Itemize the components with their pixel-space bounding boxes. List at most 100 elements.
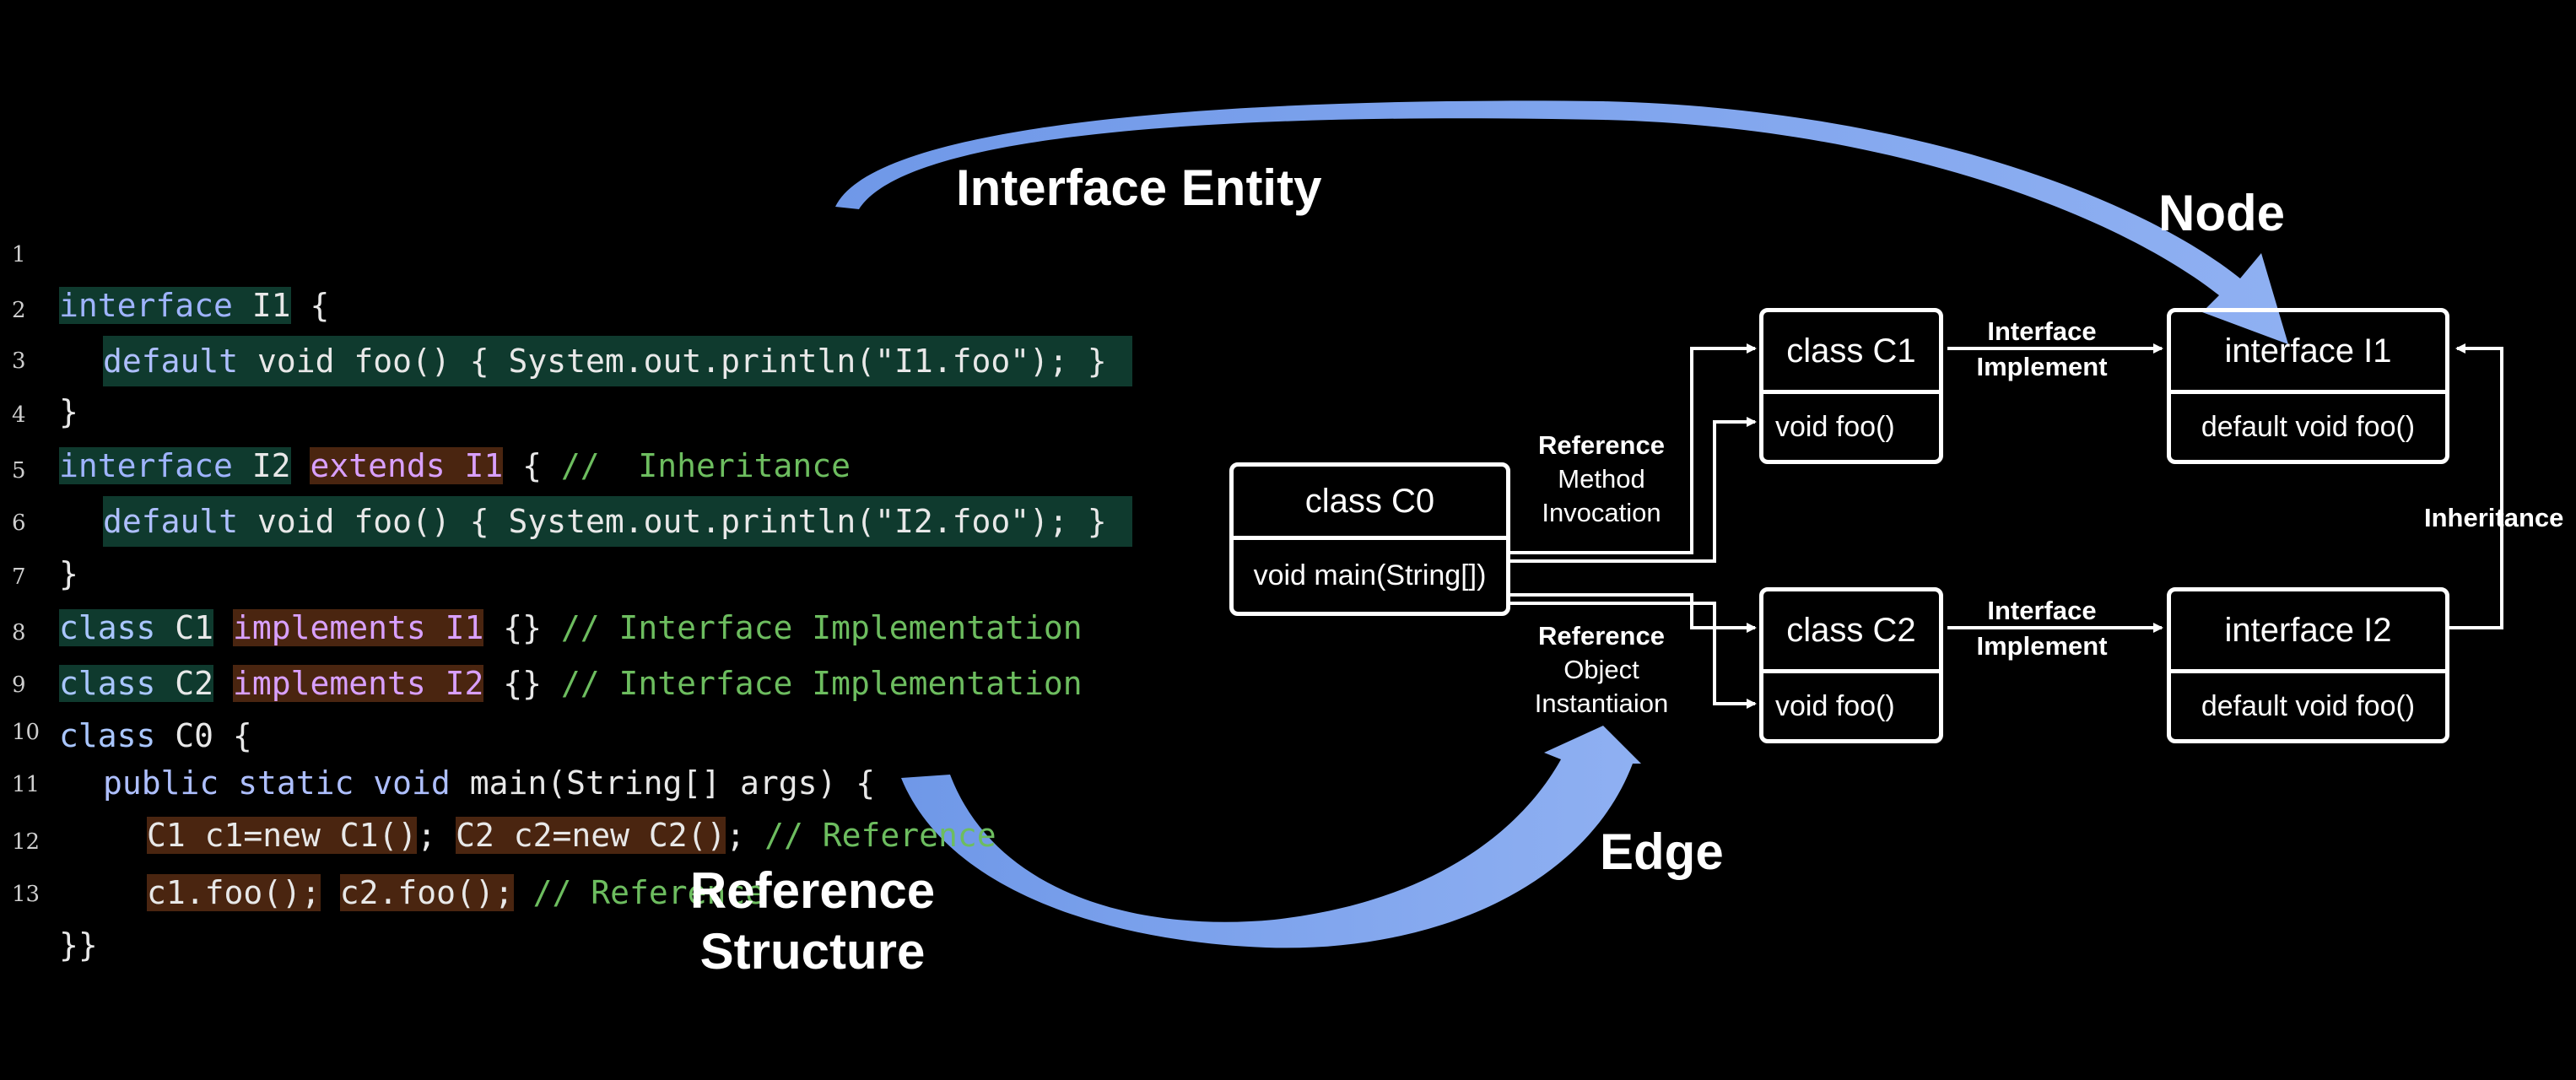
node-member: default void foo()	[2201, 411, 2416, 443]
keyword-class: class	[59, 665, 156, 702]
code-text: {	[290, 287, 330, 324]
edge-label-bold: Reference	[1538, 621, 1665, 651]
reference-structure-arrow	[901, 726, 1641, 948]
edge-c0-new-1	[1510, 593, 1757, 633]
code-text: }	[59, 393, 78, 430]
code-line-4: 4 interface I2 extends I1 { // Inheritan…	[0, 339, 851, 484]
line-number: 5	[12, 458, 26, 483]
code-text: {}	[483, 665, 561, 702]
code-line-2: 2 default void foo() { System.out.printl…	[0, 235, 1132, 386]
interface-entity-arrow	[835, 100, 2288, 345]
code-text: {	[503, 447, 561, 484]
edge-label-line: Interface	[1987, 596, 2097, 625]
code-text: {}	[483, 609, 561, 646]
code-text: ;	[417, 817, 456, 854]
edge-label-line: Instantiaion	[1534, 688, 1669, 718]
node-title: class C0	[1304, 483, 1435, 520]
extends-clause: extends I1	[310, 447, 504, 484]
keyword-default: default	[103, 343, 239, 380]
interface-name: I1	[251, 287, 291, 324]
code-line-1: 1 interface I1 {	[0, 179, 329, 324]
node-label: Node	[2158, 185, 2285, 241]
line-number: 3	[12, 348, 26, 374]
edge-label-bold: Reference	[1538, 430, 1665, 460]
node-class-c0: class C0 void main(String[])	[1229, 462, 1510, 616]
reference-c2-call: c2.foo();	[339, 874, 514, 911]
node-divider	[1763, 669, 1939, 673]
implements-clause: implements I1	[232, 609, 484, 646]
edge-i2-i1	[2449, 343, 2503, 629]
edge-label-object-instantiation: Reference Object Instantiaion	[1519, 619, 1684, 721]
node-divider	[2171, 390, 2445, 394]
code-text: main(String[] args) {	[450, 764, 876, 802]
line-number: 11	[12, 772, 41, 797]
keyword-default: default	[103, 503, 239, 540]
line-number: 8	[12, 620, 26, 645]
node-title: interface I2	[2224, 612, 2392, 649]
code-comment: // Interface Implementation	[560, 665, 1083, 702]
node-member: void main(String[])	[1253, 559, 1487, 591]
edge-c0-method-1	[1510, 343, 1757, 554]
code-text: ;	[726, 817, 765, 854]
keyword-class: class	[59, 609, 156, 646]
code-comment: // Interface Implementation	[560, 609, 1083, 646]
implements-clause: implements I2	[232, 665, 484, 702]
node-title: class C1	[1786, 332, 1916, 370]
node-class-c2: class C2 void foo()	[1759, 587, 1943, 743]
reference-c1-instantiation: C1 c1=new C1()	[147, 817, 418, 854]
interface-entity-label: Interface Entity	[956, 159, 1322, 216]
edge-c0-method-2	[1510, 417, 1757, 563]
code-line-9: 9 class C0 {	[0, 609, 252, 754]
edge-label-implement-bottom: Interface Implement	[1966, 593, 2118, 664]
code-line-6: 6 }	[0, 447, 78, 592]
node-divider	[1763, 390, 1939, 394]
reference-c1-call: c1.foo();	[147, 874, 321, 911]
line-number: 10	[12, 720, 41, 745]
node-title: class C2	[1786, 612, 1916, 649]
node-divider	[2171, 669, 2445, 673]
edge-label-line: Invocation	[1542, 498, 1661, 527]
line-number: 6	[12, 510, 26, 536]
line-number: 12	[12, 829, 41, 855]
reference-c2-instantiation: C2 c2=new C2()	[456, 817, 726, 854]
interface-name: I2	[251, 447, 291, 484]
edge-label-line: Interface	[1987, 316, 2097, 346]
code-line-10: 10 public static void main(String[] args…	[0, 656, 875, 802]
keyword-interface: interface	[59, 447, 233, 484]
reference-structure-label: Reference Structure	[685, 861, 940, 982]
edge-label-method-invocation: Reference Method Invocation	[1519, 429, 1684, 530]
code-text: C0 {	[155, 717, 252, 754]
code-line-5: 5 default void foo() { System.out.printl…	[0, 395, 1132, 547]
edge-label-line: Method	[1558, 464, 1645, 494]
node-member: void foo()	[1775, 690, 1895, 722]
edge-c0-new-2	[1510, 602, 1757, 709]
edge-label-implement-top: Interface Implement	[1966, 314, 2118, 385]
line-number: 7	[12, 564, 26, 590]
code-line-11: 11 C1 c1=new C1(); C2 c2=new C2(); // Re…	[0, 709, 996, 854]
line-number: 1	[12, 242, 26, 267]
class-name: C2	[175, 665, 214, 702]
line-number: 2	[12, 298, 26, 323]
code-comment: // Reference	[764, 817, 996, 854]
reference-structure-label-line1: Reference	[689, 862, 936, 919]
keyword-class: class	[59, 717, 156, 754]
code-comment: // Reference	[513, 874, 765, 911]
code-comment: // Inheritance	[560, 447, 851, 484]
code-text: }	[59, 555, 78, 592]
code-line-3: 3 }	[0, 285, 78, 430]
node-member: default void foo()	[2201, 690, 2416, 722]
node-interface-i1: interface I1 default void foo()	[2167, 308, 2449, 464]
code-text: void foo() { System.out.println("I2.foo"…	[238, 503, 1107, 540]
node-member: void foo()	[1775, 411, 1895, 443]
line-number: 4	[12, 402, 26, 428]
code-line-8: 8 class C2 implements I2 {} // Interface…	[0, 557, 1083, 702]
edge-label-line: Implement	[1976, 631, 2108, 661]
node-interface-i2: interface I2 default void foo()	[2167, 587, 2449, 743]
edge-label-line: Implement	[1976, 352, 2108, 381]
node-class-c1: class C1 void foo()	[1759, 308, 1943, 464]
reference-structure-label-line2: Structure	[699, 923, 926, 980]
keyword-interface: interface	[59, 287, 233, 324]
line-number: 13	[12, 882, 41, 907]
